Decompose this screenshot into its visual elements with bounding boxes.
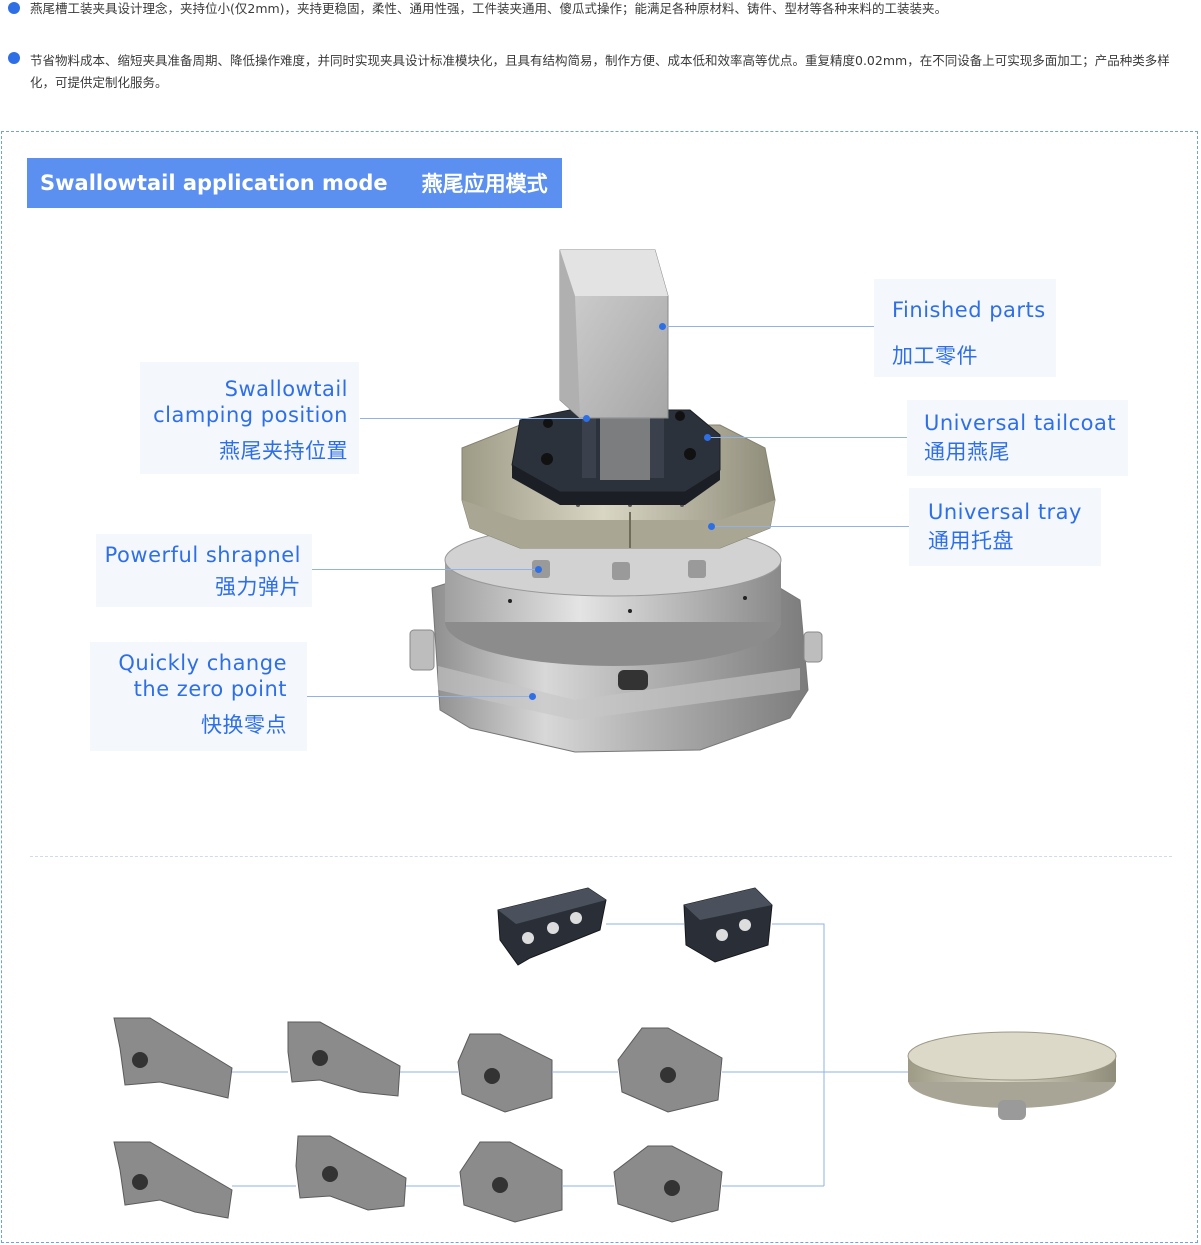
intro-bullet-1: 燕尾槽工装夹具设计理念，夹持位小(仅2mm)，夹持更稳固，柔性、通用性强，工件装… <box>8 0 1193 18</box>
callout-universal-tray: Universal tray 通用托盘 <box>909 488 1101 566</box>
bullet-dot-icon <box>8 52 20 64</box>
finished-parts-point <box>659 323 666 330</box>
gray-vise-row1 <box>113 1017 723 1113</box>
powerful-shrapnel-point <box>535 566 542 573</box>
universal-tailcoat-line <box>708 437 907 438</box>
universal-tray-cn: 通用托盘 <box>928 529 1014 553</box>
dark-vise-small-2 <box>683 887 773 963</box>
dark-vise-small-1 <box>497 887 607 966</box>
finished-parts-en: Finished parts <box>892 298 1046 322</box>
intro-bullet-2: 节省物料成本、缩短夹具准备周期、降低操作难度，并同时实现夹具设计标准模块化，且具… <box>8 50 1193 94</box>
section-banner: Swallowtail application mode 燕尾应用模式 <box>27 158 562 208</box>
finished-parts-cn: 加工零件 <box>892 344 978 368</box>
round-tray-product <box>907 1031 1117 1120</box>
quick-change-cn: 快换零点 <box>201 713 287 737</box>
quick-change-line <box>307 696 533 697</box>
powerful-shrapnel-en: Powerful shrapnel <box>104 543 301 567</box>
powerful-shrapnel-cn: 强力弹片 <box>215 575 301 599</box>
powerful-shrapnel-line <box>312 569 538 570</box>
universal-tailcoat-cn: 通用燕尾 <box>924 440 1010 464</box>
banner-title-en: Swallowtail application mode <box>40 171 388 195</box>
intro-text-2: 节省物料成本、缩短夹具准备周期、降低操作难度，并同时实现夹具设计标准模块化，且具… <box>30 53 1170 90</box>
gray-vise-row2 <box>113 1135 723 1223</box>
quick-change-point <box>529 693 536 700</box>
callout-quick-change: Quickly change the zero point 快换零点 <box>90 642 307 751</box>
callout-universal-tailcoat: Universal tailcoat 通用燕尾 <box>907 400 1128 476</box>
finished-part-block <box>559 249 669 480</box>
content-frame <box>1 131 1198 1243</box>
callout-finished-parts: Finished parts 加工零件 <box>874 279 1056 377</box>
quick-change-en2: the zero point <box>133 677 287 701</box>
intro-text-1: 燕尾槽工装夹具设计理念，夹持位小(仅2mm)，夹持更稳固，柔性、通用性强，工件装… <box>30 1 948 16</box>
callout-powerful-shrapnel: Powerful shrapnel 强力弹片 <box>96 534 312 607</box>
banner-title-cn: 燕尾应用模式 <box>421 172 548 196</box>
quick-change-en1: Quickly change <box>118 651 287 675</box>
vise-holes <box>132 1050 680 1196</box>
swallowtail-clamping-point <box>583 415 590 422</box>
universal-tailcoat-en: Universal tailcoat <box>924 411 1117 435</box>
swallowtail-clamping-en2: clamping position <box>153 403 348 427</box>
universal-tray-en: Universal tray <box>928 500 1082 524</box>
finished-parts-line <box>662 326 874 327</box>
universal-tailcoat-point <box>704 434 711 441</box>
swallowtail-clamping-en1: Swallowtail <box>224 377 348 401</box>
universal-tray-point <box>708 523 715 530</box>
swallowtail-clamping-line <box>360 418 587 419</box>
swallowtail-clamping-cn: 燕尾夹持位置 <box>219 439 348 463</box>
callout-swallowtail-clamping: Swallowtail clamping position 燕尾夹持位置 <box>140 362 359 474</box>
bullet-dot-icon <box>8 2 20 14</box>
section-divider <box>30 856 1172 857</box>
universal-tray-line <box>712 526 909 527</box>
connector-lines <box>232 923 908 1187</box>
